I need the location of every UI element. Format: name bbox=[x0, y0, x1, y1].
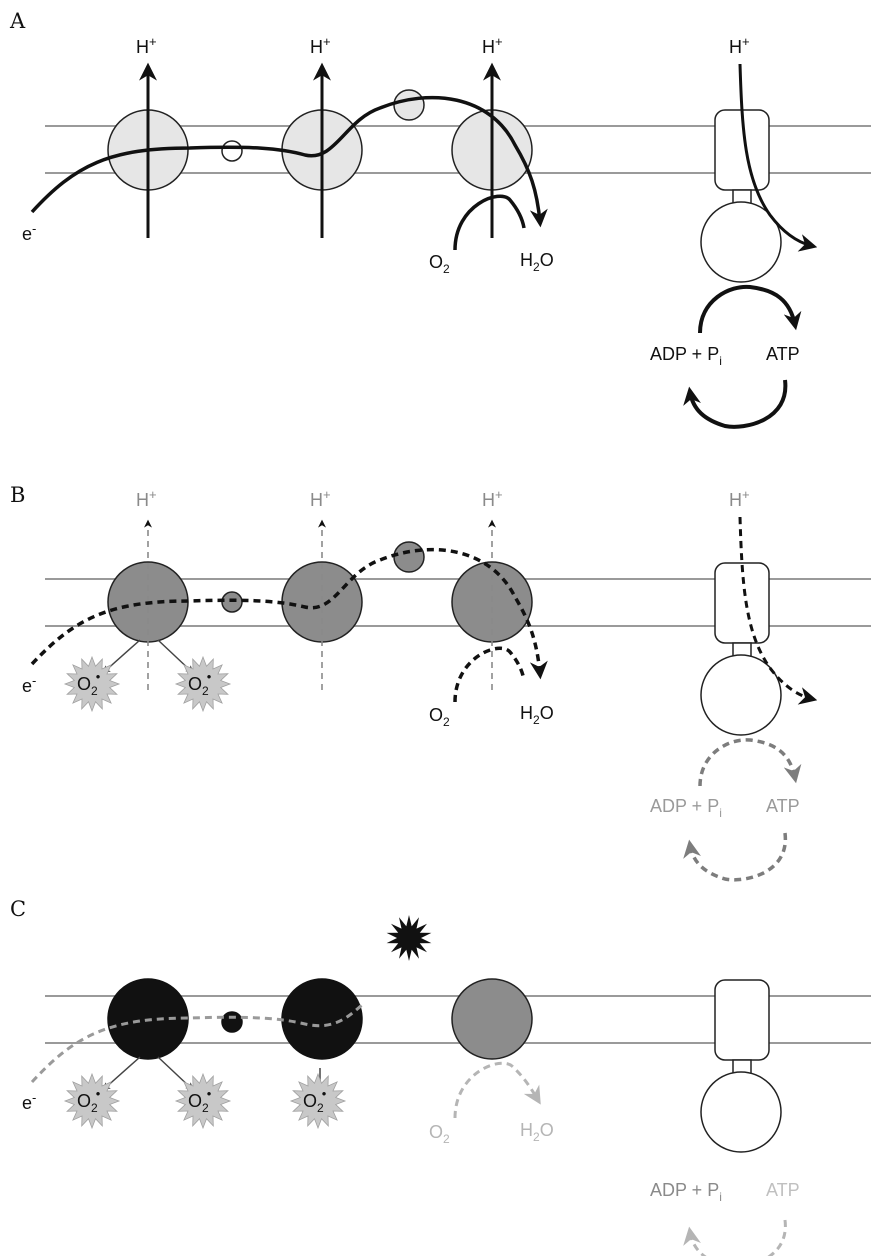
ubiquinone-carrier bbox=[221, 1011, 243, 1033]
proton-influx-arrow bbox=[738, 63, 818, 252]
proton-label: H+ bbox=[729, 34, 750, 57]
electron-flow-arrow bbox=[30, 547, 548, 680]
atp-label: ATP bbox=[766, 1180, 800, 1200]
starburst-shape bbox=[174, 1072, 232, 1130]
atp-synthase-f1 bbox=[700, 654, 782, 736]
starburst-shape bbox=[63, 1072, 121, 1130]
proton-label: H+ bbox=[136, 34, 157, 57]
superoxide-label: O2• bbox=[188, 669, 212, 698]
atp-synthase-f1 bbox=[700, 201, 782, 283]
panel-b: B H+ H+ H+ H+ e- O2 bbox=[10, 483, 871, 882]
atp-label: ATP bbox=[766, 344, 800, 364]
panel-c: C e- O2 H2O ADP + Pi ATP O2• O2• bbox=[10, 897, 871, 1256]
atp-synthesis-arrow bbox=[698, 284, 802, 334]
damage-starburst-shape bbox=[386, 915, 432, 961]
proton-label: H+ bbox=[310, 487, 331, 510]
proton-influx-arrow bbox=[738, 516, 818, 705]
adp-label: ADP + Pi bbox=[650, 796, 722, 820]
black-starburst-icon bbox=[386, 915, 432, 961]
adp-label: ADP + Pi bbox=[650, 1180, 722, 1204]
complex-iii bbox=[281, 978, 363, 1060]
superoxide-label: O2• bbox=[77, 1086, 101, 1115]
atp-synthesis-arrow bbox=[698, 738, 802, 787]
proton-label: H+ bbox=[136, 487, 157, 510]
starburst-icon bbox=[289, 1072, 347, 1130]
panel-label-c: C bbox=[10, 897, 26, 921]
atp-label: ATP bbox=[766, 796, 800, 816]
starburst-icon bbox=[174, 1072, 232, 1130]
electron-label: e- bbox=[22, 673, 36, 696]
starburst-icon bbox=[63, 655, 121, 713]
superoxide-label: O2• bbox=[303, 1086, 327, 1115]
adp-label: ADP + Pi bbox=[650, 344, 722, 368]
starburst-shape bbox=[289, 1072, 347, 1130]
cytochrome-c bbox=[393, 541, 425, 573]
ubiquinone-carrier bbox=[221, 140, 243, 162]
electron-flow-arrow bbox=[30, 1003, 363, 1084]
proton-label: H+ bbox=[482, 487, 503, 510]
superoxide-label: O2• bbox=[188, 1086, 212, 1115]
atp-synthase-fo bbox=[714, 562, 770, 644]
starburst-icon bbox=[174, 655, 232, 713]
starburst-shape bbox=[63, 655, 121, 713]
water-label: H2O bbox=[520, 703, 554, 727]
oxygen-label: O2 bbox=[429, 705, 450, 729]
electron-flow-arrow bbox=[30, 95, 548, 228]
water-label: H2O bbox=[520, 1120, 554, 1144]
starburst-shape bbox=[174, 655, 232, 713]
oxygen-reduction-arrow bbox=[453, 1061, 541, 1119]
electron-label: e- bbox=[22, 1090, 36, 1113]
oxygen-label: O2 bbox=[429, 252, 450, 276]
atp-synthase-fo bbox=[714, 979, 770, 1061]
water-label: H2O bbox=[520, 250, 554, 274]
oxygen-label: O2 bbox=[429, 1122, 450, 1146]
proton-label: H+ bbox=[310, 34, 331, 57]
superoxide-label: O2• bbox=[77, 669, 101, 698]
starburst-icon bbox=[63, 1072, 121, 1130]
complex-iv bbox=[451, 978, 533, 1060]
oxygen-reduction-arrow bbox=[453, 194, 526, 251]
oxygen-reduction-arrow bbox=[453, 646, 526, 703]
electron-label: e- bbox=[22, 221, 36, 244]
atp-synthase-f1 bbox=[700, 1071, 782, 1153]
panel-label-b: B bbox=[10, 483, 25, 507]
proton-label: H+ bbox=[729, 487, 750, 510]
cytochrome-c bbox=[393, 89, 425, 121]
panel-a: A H+ H+ H+ H+ e- O2 H2O ADP + Pi bbox=[9, 9, 871, 429]
proton-label: H+ bbox=[482, 34, 503, 57]
atp-hydrolysis-arrow bbox=[683, 379, 788, 429]
atp-hydrolysis-arrow bbox=[683, 1219, 787, 1256]
atp-hydrolysis-arrow bbox=[683, 832, 787, 882]
panel-label-a: A bbox=[9, 9, 26, 33]
